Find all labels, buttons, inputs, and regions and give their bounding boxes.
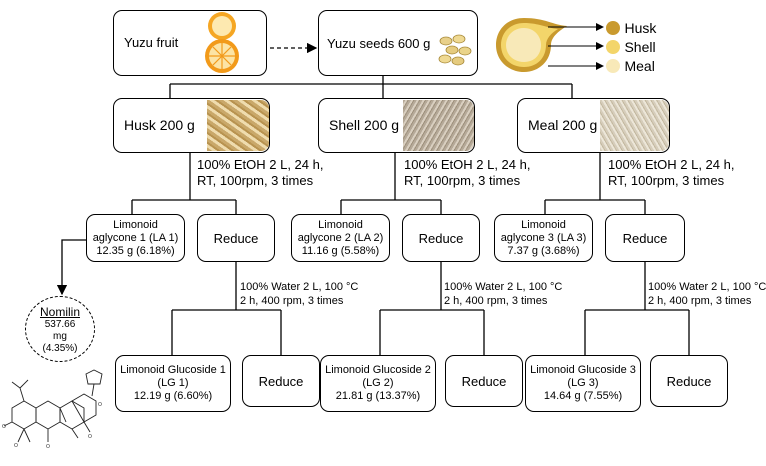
- aglycone-line: Limonoid: [521, 218, 566, 231]
- husk-box: Husk 200 g: [113, 98, 270, 153]
- glucoside-line: (LG 3): [567, 377, 599, 389]
- legend-item-husk: Husk: [606, 19, 656, 37]
- svg-text:O: O: [46, 444, 50, 450]
- glucoside-line: Limonoid Glucoside 3: [530, 364, 636, 376]
- water-line: 2 h, 400 rpm, 3 times: [240, 295, 344, 307]
- reduce-box-2: Reduce: [402, 214, 480, 262]
- reduce-box-4: Reduce: [242, 355, 320, 407]
- extraction-line: RT, 100rpm, 3 times: [197, 173, 314, 188]
- water-line: 2 h, 400 rpm, 3 times: [648, 295, 752, 307]
- legend-arrows: [548, 23, 604, 70]
- meal-swatch: [606, 58, 620, 73]
- legend-item-meal: Meal: [606, 57, 655, 75]
- meal-texture-image: [600, 100, 669, 151]
- svg-text:O: O: [98, 402, 102, 408]
- reduce-box-1: Reduce: [197, 214, 275, 262]
- yuzu-fruit-icon: [205, 12, 239, 73]
- svg-text:O: O: [88, 434, 92, 440]
- nomilin-name: Nomilin: [39, 305, 80, 319]
- limonoid-aglycone-3-box: Limonoid aglycone 3 (LA 3) 7.37 g (3.68%…: [494, 214, 593, 262]
- limonoid-glucoside-3-box: Limonoid Glucoside 3 (LG 3) 14.64 g (7.5…: [525, 355, 641, 412]
- aglycone-line: 12.35 g (6.18%): [96, 244, 175, 257]
- yuzu-fruit-label: Yuzu fruit: [124, 35, 179, 50]
- limonoid-aglycone-1-box: Limonoid aglycone 1 (LA 1) 12.35 g (6.18…: [86, 214, 185, 262]
- aglycone-line: 7.37 g (3.68%): [507, 244, 580, 257]
- extraction-conditions-meal: 100% EtOH 2 L, 24 h, RT, 100rpm, 3 times: [608, 157, 734, 189]
- aglycone-line: Limonoid: [318, 218, 363, 231]
- water-conditions-1: 100% Water 2 L, 100 °C 2 h, 400 rpm, 3 t…: [240, 280, 358, 308]
- reduce-box-3: Reduce: [605, 214, 685, 262]
- reduce-box-5: Reduce: [445, 355, 523, 407]
- seed-structure-icon: [496, 18, 567, 72]
- extraction-line: RT, 100rpm, 3 times: [608, 173, 725, 188]
- yuzu-fruit-box: Yuzu fruit: [113, 10, 267, 76]
- glucoside-line: (LG 2): [362, 377, 394, 389]
- water-line: 2 h, 400 rpm, 3 times: [444, 295, 548, 307]
- reduce-label: Reduce: [461, 373, 507, 389]
- limonoid-glucoside-2-box: Limonoid Glucoside 2 (LG 2) 21.81 g (13.…: [320, 355, 436, 412]
- shell-box: Shell 200 g: [318, 98, 475, 153]
- reduce-box-6: Reduce: [650, 355, 728, 407]
- reduce-label: Reduce: [213, 230, 259, 246]
- water-line: 100% Water 2 L, 100 °C: [240, 281, 359, 293]
- water-line: 100% Water 2 L, 100 °C: [444, 281, 563, 293]
- legend-label: Meal: [624, 57, 655, 74]
- glucoside-line: Limonoid Glucoside 1: [120, 364, 226, 376]
- shell-label: Shell 200 g: [329, 117, 400, 133]
- yuzu-seeds-box: Yuzu seeds 600 g: [318, 10, 478, 76]
- shell-swatch: [606, 39, 620, 54]
- extraction-conditions-shell: 100% EtOH 2 L, 24 h, RT, 100rpm, 3 times: [404, 157, 530, 189]
- meal-label: Meal 200 g: [528, 117, 598, 133]
- glucoside-line: Limonoid Glucoside 2: [325, 364, 431, 376]
- water-conditions-3: 100% Water 2 L, 100 °C 2 h, 400 rpm, 3 t…: [648, 280, 766, 308]
- yuzu-seeds-icon: [438, 34, 472, 66]
- glucoside-line: (LG 1): [157, 377, 189, 389]
- legend-label: Husk: [624, 19, 657, 36]
- nomilin-line: 537.66: [44, 319, 76, 330]
- reduce-label: Reduce: [666, 373, 712, 389]
- nomilin-circle: Nomilin 537.66 mg (4.35%): [25, 296, 95, 362]
- nomilin-structure-icon: O O O O O: [2, 369, 103, 450]
- aglycone-line: Limonoid: [113, 218, 158, 231]
- limonoid-aglycone-2-box: Limonoid aglycone 2 (LA 2) 11.16 g (5.58…: [291, 214, 390, 262]
- husk-texture-image: [207, 100, 269, 151]
- husk-label: Husk 200 g: [124, 117, 195, 133]
- meal-box: Meal 200 g: [517, 98, 670, 153]
- svg-text:O: O: [2, 424, 6, 430]
- extraction-line: RT, 100rpm, 3 times: [404, 173, 521, 188]
- svg-text:O: O: [14, 443, 18, 449]
- extraction-line: 100% EtOH 2 L, 24 h,: [197, 157, 324, 172]
- glucoside-line: 12.19 g (6.60%): [133, 390, 213, 402]
- extraction-conditions-husk: 100% EtOH 2 L, 24 h, RT, 100rpm, 3 times: [197, 157, 323, 189]
- nomilin-line: mg: [53, 331, 67, 342]
- husk-swatch: [606, 20, 620, 35]
- glucoside-line: 21.81 g (13.37%): [335, 390, 421, 402]
- aglycone-line: aglycone 1 (LA 1): [92, 231, 179, 244]
- water-line: 100% Water 2 L, 100 °C: [648, 281, 766, 293]
- limonoid-glucoside-1-box: Limonoid Glucoside 1 (LG 1) 12.19 g (6.6…: [115, 355, 231, 412]
- legend-item-shell: Shell: [606, 38, 656, 56]
- extraction-line: 100% EtOH 2 L, 24 h,: [404, 157, 531, 172]
- glucoside-line: 14.64 g (7.55%): [543, 390, 623, 402]
- extraction-line: 100% EtOH 2 L, 24 h,: [608, 157, 735, 172]
- reduce-label: Reduce: [258, 373, 304, 389]
- water-conditions-2: 100% Water 2 L, 100 °C 2 h, 400 rpm, 3 t…: [444, 280, 562, 308]
- legend-label: Shell: [624, 38, 656, 55]
- nomilin-line: (4.35%): [42, 343, 78, 354]
- yuzu-seeds-label: Yuzu seeds 600 g: [327, 36, 431, 51]
- reduce-label: Reduce: [622, 230, 668, 246]
- aglycone-line: aglycone 3 (LA 3): [500, 231, 587, 244]
- aglycone-line: 11.16 g (5.58%): [301, 244, 380, 257]
- shell-texture-image: [403, 100, 474, 151]
- reduce-label: Reduce: [418, 230, 464, 246]
- aglycone-line: aglycone 2 (LA 2): [297, 231, 384, 244]
